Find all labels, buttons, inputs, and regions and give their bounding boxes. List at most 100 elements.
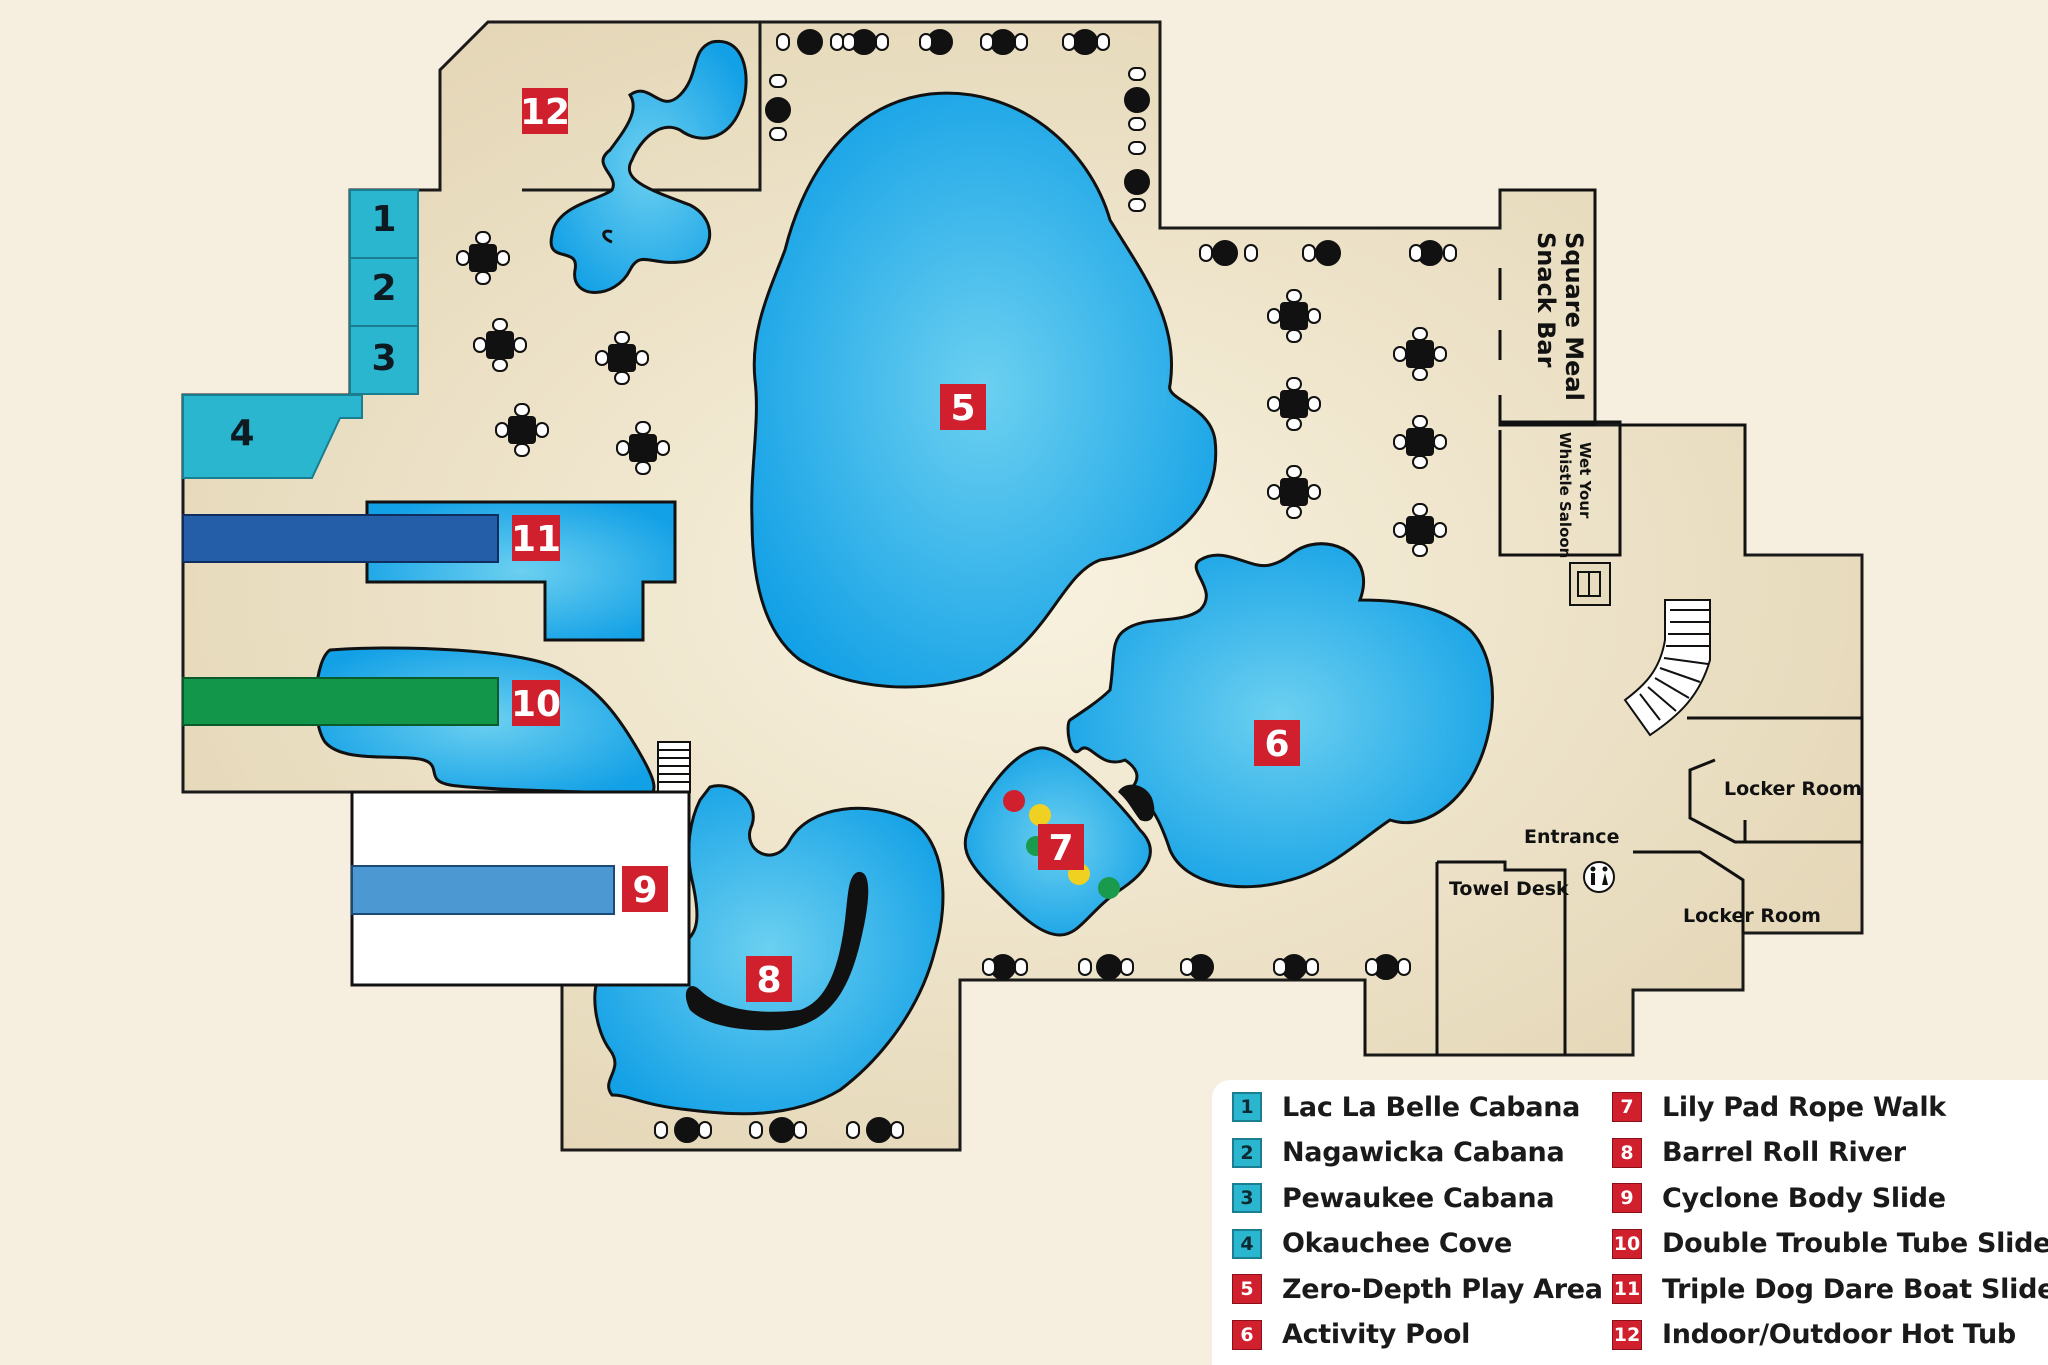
badge-11: 11	[511, 515, 561, 561]
snack-bar-room	[1498, 188, 1597, 427]
hot-tub-room-wall	[522, 22, 762, 192]
divider-black	[1118, 784, 1155, 822]
legend: 1 Lac La Belle Cabana 2 Nagawicka Cabana 3 Pe…	[1212, 1080, 2048, 1365]
slide-9-cyclone-body-slide[interactable]	[351, 865, 615, 915]
saloon-room	[1498, 420, 1622, 557]
lily-pad-green	[1098, 877, 1120, 899]
river-barrier	[685, 871, 869, 1031]
svg-text:6: 6	[1264, 724, 1289, 765]
legend-item: 2 Nagawicka Cabana	[1232, 1136, 1565, 1170]
legend-badge: 6	[1232, 1319, 1262, 1350]
marker-1: 1	[371, 199, 396, 240]
staircase-room	[1620, 423, 1747, 555]
legend-item: 10 Double Trouble Tube Slide	[1612, 1227, 2048, 1261]
lily-pad-red	[1003, 790, 1025, 812]
locker-room-label-1: Locker Room	[1724, 778, 1862, 800]
slide-10-double-trouble[interactable]	[182, 677, 499, 726]
legend-item: 11 Triple Dog Dare Boat Slide	[1612, 1272, 2048, 1306]
legend-label: Indoor/Outdoor Hot Tub	[1662, 1319, 2016, 1350]
table-with-chairs-icon	[473, 318, 527, 372]
entrance-label: Entrance	[1524, 826, 1619, 848]
hot-tub-12[interactable]	[549, 39, 748, 294]
legend-badge: 4	[1232, 1228, 1262, 1259]
legend-label: Lily Pad Rope Walk	[1662, 1091, 1946, 1123]
legend-badge: 1	[1232, 1092, 1262, 1122]
lily-pad-yellow	[1029, 804, 1051, 826]
table-with-chairs-icon	[1393, 503, 1447, 557]
snack-bar-label: Square Meal Snack Bar	[1532, 232, 1588, 401]
table-with-chairs-icon	[1393, 415, 1447, 469]
legend-item: 6 Activity Pool	[1232, 1318, 1470, 1352]
svg-text:11: 11	[511, 519, 561, 560]
badge-7: 7	[1038, 824, 1084, 870]
legend-badge: 12	[1612, 1319, 1642, 1350]
svg-text:10: 10	[511, 684, 561, 725]
svg-text:8: 8	[756, 960, 781, 1001]
badge-8: 8	[746, 956, 792, 1002]
tables	[456, 231, 1447, 557]
svg-text:Snack Bar: Snack Bar	[1532, 232, 1560, 368]
table-with-chairs-icon	[1267, 465, 1321, 519]
legend-item: 9 Cyclone Body Slide	[1612, 1181, 1946, 1215]
legend-label: Nagawicka Cabana	[1282, 1137, 1565, 1168]
legend-label: Activity Pool	[1282, 1319, 1471, 1350]
towel-desk-label: Towel Desk	[1449, 878, 1569, 900]
badge-12: 12	[520, 88, 570, 134]
legend-item: 4 Okauchee Cove	[1232, 1227, 1512, 1261]
slide-11-triple-dog-dare[interactable]	[182, 514, 499, 563]
cabana-3[interactable]	[349, 325, 419, 395]
table-with-chairs-icon	[1267, 289, 1321, 343]
saloon-label: Wet Your Whistle Saloon	[1556, 432, 1594, 558]
legend-label: Okauchee Cove	[1282, 1228, 1512, 1259]
table-with-chairs-icon	[495, 403, 549, 457]
table-with-chairs-icon	[456, 231, 510, 285]
svg-text:Wet Your: Wet Your	[1576, 442, 1594, 519]
locker-room-1-walls	[1687, 716, 1864, 844]
restroom-icon	[1583, 861, 1615, 893]
legend-label: Triple Dog Dare Boat Slide	[1662, 1273, 2048, 1305]
towel-desk-walls	[1363, 860, 1567, 1055]
table-with-chairs-icon	[1267, 377, 1321, 431]
badge-6: 6	[1254, 720, 1300, 766]
marker-2: 2	[371, 268, 396, 309]
badge-5: 5	[940, 384, 986, 430]
legend-label: Cyclone Body Slide	[1662, 1182, 1946, 1214]
legend-label: Barrel Roll River	[1662, 1137, 1906, 1168]
cabana-1[interactable]	[349, 189, 419, 259]
legend-item: 7 Lily Pad Rope Walk	[1612, 1090, 1946, 1124]
legend-badge: 11	[1612, 1274, 1642, 1304]
legend-badge: 3	[1232, 1183, 1262, 1213]
legend-item: 3 Pewaukee Cabana	[1232, 1181, 1555, 1215]
legend-badge: 2	[1232, 1137, 1262, 1168]
svg-text:12: 12	[520, 92, 570, 133]
legend-label: Double Trouble Tube Slide	[1662, 1228, 2048, 1259]
table-with-chairs-icon	[616, 421, 670, 475]
legend-item: 5 Zero-Depth Play Area	[1232, 1272, 1603, 1306]
legend-badge: 10	[1612, 1228, 1642, 1259]
legend-item: 12 Indoor/Outdoor Hot Tub	[1612, 1318, 2016, 1352]
badge-10: 10	[511, 680, 561, 726]
marker-3: 3	[371, 338, 396, 379]
legend-badge: 7	[1612, 1092, 1642, 1122]
legend-label: Lac La Belle Cabana	[1282, 1091, 1581, 1123]
locker-room-label-2: Locker Room	[1683, 905, 1821, 927]
table-with-chairs-icon	[1393, 327, 1447, 381]
svg-text:Whistle Saloon: Whistle Saloon	[1556, 432, 1574, 558]
legend-item: 1 Lac La Belle Cabana	[1232, 1090, 1580, 1124]
svg-text:Square Meal: Square Meal	[1560, 232, 1588, 401]
svg-text:9: 9	[632, 870, 657, 911]
legend-badge: 9	[1612, 1183, 1642, 1213]
legend-label: Zero-Depth Play Area	[1282, 1273, 1603, 1305]
svg-text:7: 7	[1048, 828, 1073, 869]
legend-badge: 8	[1612, 1137, 1642, 1168]
locker-room-2-walls	[1633, 850, 1745, 933]
marker-4: 4	[229, 413, 254, 454]
legend-badge: 5	[1232, 1274, 1262, 1304]
legend-item: 8 Barrel Roll River	[1612, 1136, 1906, 1170]
legend-label: Pewaukee Cabana	[1282, 1182, 1555, 1214]
svg-text:5: 5	[950, 388, 975, 429]
cabana-4-okauchee-cove[interactable]	[182, 394, 363, 479]
badge-9: 9	[622, 866, 668, 912]
